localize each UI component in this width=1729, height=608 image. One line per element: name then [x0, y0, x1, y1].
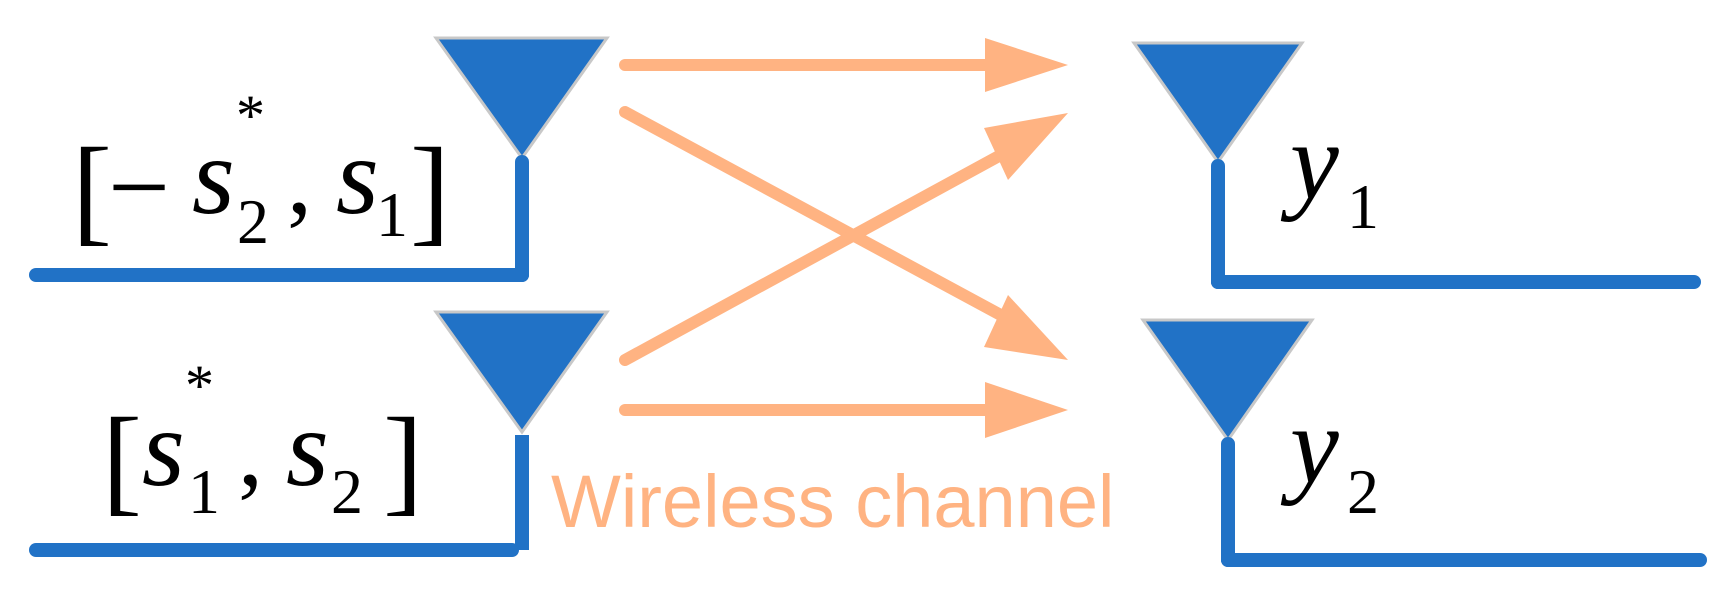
- tx2-bracket-close: ]: [383, 393, 423, 526]
- tx2-comma: ,: [238, 396, 263, 507]
- tx1-symbol-b-base: s: [336, 115, 379, 237]
- tx2-bracket-open: [: [102, 393, 142, 526]
- tx-antenna-2-icon: [433, 310, 610, 435]
- tx2-symbol-b-sub: 2: [331, 456, 363, 527]
- channel-label: Wireless channel: [551, 460, 1114, 543]
- path-tx1-rx1-arrowhead: [985, 38, 1068, 92]
- tx2-symbol-b-base: s: [286, 387, 329, 509]
- tx2-symbol-a-base: s: [142, 387, 185, 509]
- tx1-bracket-open: [: [72, 123, 112, 256]
- rx1-symbol-sub: 1: [1347, 171, 1379, 242]
- tx1-symbol-a-sign: −: [108, 126, 170, 248]
- tx1-bracket-close: ]: [410, 123, 450, 256]
- path-tx2-rx2-arrowhead: [985, 382, 1068, 438]
- tx2-symbol-a-sup: *: [185, 353, 214, 418]
- tx1-symbol-b-sub: 1: [376, 179, 408, 250]
- tx-antenna-1-icon: [433, 36, 610, 161]
- tx1-symbol-a-sub: 2: [237, 186, 269, 257]
- channel-paths: [619, 38, 1068, 438]
- rx2-symbol-sub: 2: [1347, 456, 1379, 527]
- tx-antenna-1: [29, 36, 610, 282]
- rx2-symbol-base: y: [1280, 384, 1339, 506]
- tx1-comma: ,: [287, 124, 312, 235]
- path-tx1-rx2-arrowhead: [984, 295, 1068, 360]
- rx-antenna-2-icon: [1140, 318, 1315, 443]
- path-tx1-rx2: [619, 106, 1016, 326]
- tx2-symbol-a-sub: 1: [188, 456, 220, 527]
- tx-antenna-2: [29, 310, 610, 557]
- rx-antenna-2: [1140, 318, 1707, 567]
- path-tx2-rx1-arrowhead: [984, 113, 1068, 180]
- path-tx2-rx1: [619, 144, 1016, 366]
- rx-antenna-1: [1131, 41, 1701, 289]
- tx1-symbol-a-base: s: [192, 115, 235, 237]
- tx1-symbol-a-sup: *: [236, 83, 265, 148]
- rx-antenna-1-icon: [1131, 41, 1305, 165]
- rx1-symbol-base: y: [1280, 100, 1339, 222]
